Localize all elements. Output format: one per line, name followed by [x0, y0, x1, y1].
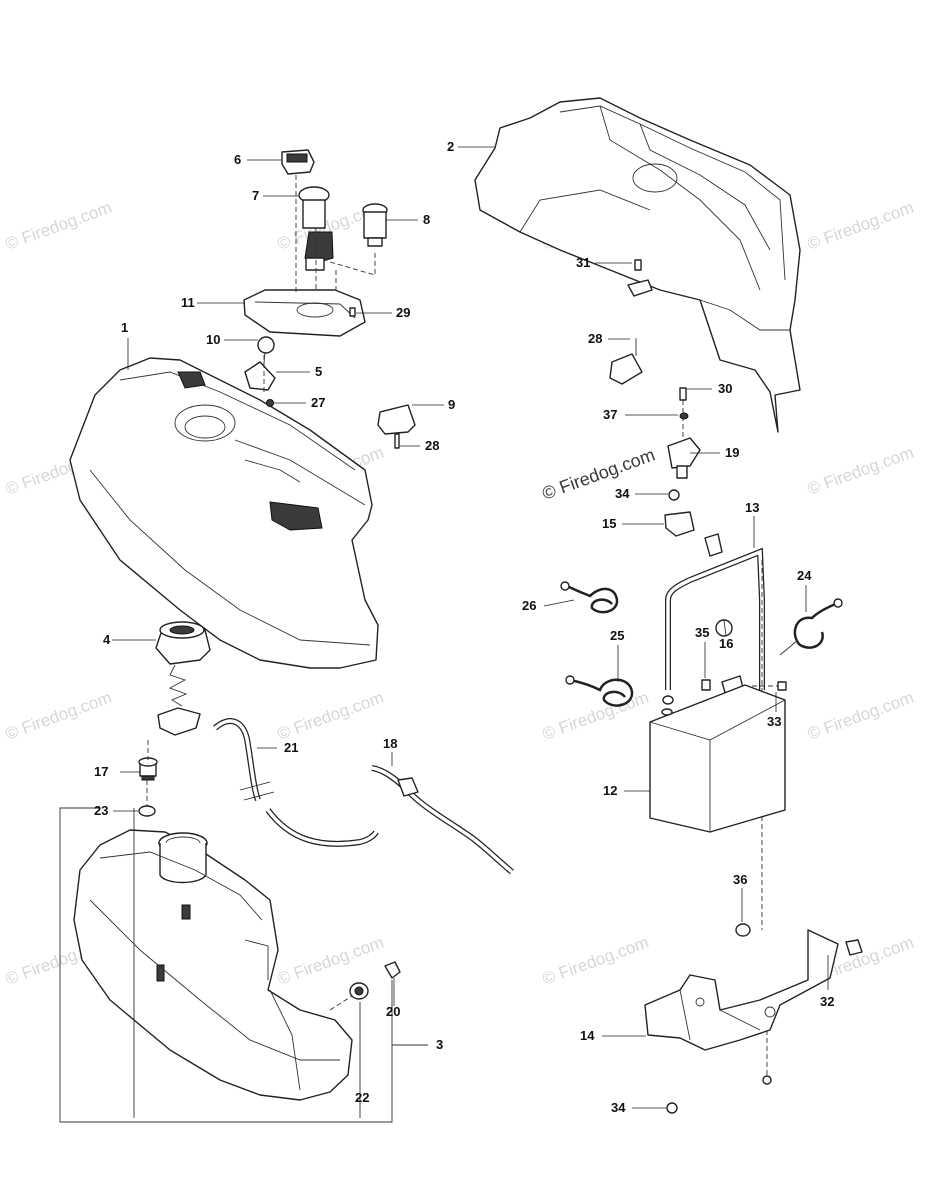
part-11-panel	[243, 289, 366, 337]
callout-9: 9	[448, 397, 455, 412]
callout-20: 20	[386, 1004, 400, 1019]
watermark: © Firedog.com	[805, 443, 916, 499]
callout-16: 16	[719, 636, 733, 651]
part-25-cable-coil	[565, 675, 634, 707]
part-19-solenoid	[667, 437, 701, 479]
part-30-bolt	[679, 387, 687, 401]
part-31-bolt	[627, 259, 653, 297]
callout-1: 1	[121, 320, 128, 335]
callout-19: 19	[725, 445, 739, 460]
part-1-fender	[69, 357, 379, 669]
part-7-ignition	[298, 186, 334, 271]
part-22-bushing	[349, 982, 369, 1000]
callout-31: 31	[576, 255, 590, 270]
part-9-switch	[377, 404, 416, 449]
part-13-cable	[665, 547, 765, 690]
part-35-bolt	[701, 679, 711, 691]
part-21-hose	[213, 718, 379, 847]
part-24-cable-coil	[779, 598, 843, 656]
callout-28-left: 28	[425, 438, 439, 453]
assembly-line-22	[329, 995, 353, 1011]
part-36-nut	[735, 923, 751, 937]
callout-5: 5	[315, 364, 322, 379]
callout-labels: 1 2 3 4 5 6 7 8 9 10 11 12 13 14 15 16 1…	[94, 139, 834, 1115]
part-8-relay	[362, 203, 388, 247]
callout-34-lower: 34	[611, 1100, 626, 1115]
watermark: © Firedog.com	[805, 198, 916, 254]
part-4-fuel-cap	[155, 621, 211, 736]
callout-3: 3	[436, 1037, 443, 1052]
callout-7: 7	[252, 188, 259, 203]
callout-30: 30	[718, 381, 732, 396]
part-18-cable	[371, 765, 514, 875]
leader-lines	[112, 146, 829, 1109]
callout-25: 25	[610, 628, 624, 643]
callout-21: 21	[284, 740, 298, 755]
callout-13: 13	[745, 500, 759, 515]
callout-29: 29	[396, 305, 410, 320]
callout-15: 15	[602, 516, 616, 531]
watermark: © Firedog.com	[3, 198, 114, 254]
part-12-battery	[649, 684, 786, 833]
watermark: © Firedog.com	[805, 688, 916, 744]
callout-36: 36	[733, 872, 747, 887]
callout-34-upper: 34	[615, 486, 630, 501]
callout-24: 24	[797, 568, 812, 583]
callout-12: 12	[603, 783, 617, 798]
watermark: © Firedog.com	[275, 688, 386, 744]
assembly-lines-upper	[263, 175, 376, 395]
watermark: © Firedog.com	[275, 933, 386, 989]
part-26-cable-coil	[560, 581, 619, 614]
callout-14: 14	[580, 1028, 595, 1043]
part-34-nut-lower	[666, 1075, 772, 1114]
callout-33: 33	[767, 714, 781, 729]
callout-8: 8	[423, 212, 430, 227]
part-10-lever	[244, 336, 276, 407]
part-6-switch	[281, 149, 315, 175]
part-29-screw	[349, 307, 356, 317]
watermark-prominent: © Firedog.com	[540, 444, 658, 503]
callout-22: 22	[355, 1090, 369, 1105]
callout-26: 26	[522, 598, 536, 613]
callout-23: 23	[94, 803, 108, 818]
watermark: © Firedog.com	[540, 933, 651, 989]
callout-18: 18	[383, 736, 397, 751]
part-3-fuel-tank	[73, 829, 353, 1101]
callout-10: 10	[206, 332, 220, 347]
callout-11: 11	[181, 295, 195, 310]
watermark: © Firedog.com	[3, 688, 114, 744]
part-20-fitting	[384, 961, 401, 979]
callout-2: 2	[447, 139, 454, 154]
part-17-valve	[138, 757, 158, 781]
callout-28-right: 28	[588, 331, 602, 346]
part-32-bolt	[845, 939, 863, 956]
bracket-part-3	[59, 807, 428, 1123]
part-28-switch-right	[609, 338, 643, 385]
part-14-battery-tray	[644, 929, 839, 1051]
part-16-clip	[704, 533, 733, 637]
part-37-washer	[679, 412, 689, 420]
watermark: © Firedog.com	[540, 688, 651, 744]
part-34-nut-upper	[668, 489, 680, 501]
callout-6: 6	[234, 152, 241, 167]
callout-32: 32	[820, 994, 834, 1009]
callout-17: 17	[94, 764, 108, 779]
callout-37: 37	[603, 407, 617, 422]
callout-27: 27	[311, 395, 325, 410]
part-15-connector	[664, 511, 695, 537]
callout-35: 35	[695, 625, 709, 640]
part-23-grommet	[138, 805, 156, 817]
callout-4: 4	[103, 632, 111, 647]
